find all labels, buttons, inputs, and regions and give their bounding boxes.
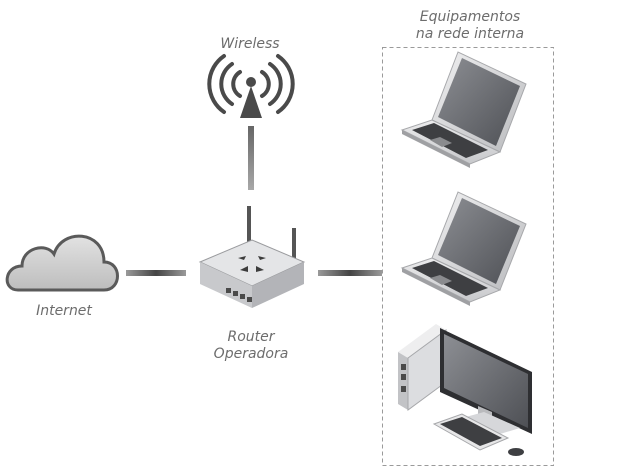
cloud-icon (5, 234, 119, 292)
router-label-line2: Operadora (213, 346, 289, 362)
laptop-icon (400, 191, 527, 306)
desktop-computer-icon (398, 324, 532, 456)
wireless-antenna-icon (207, 54, 295, 118)
router-icon (198, 206, 306, 308)
internal-network-box (382, 47, 554, 466)
internet-router-connector (126, 270, 186, 276)
internal-network-label-line1: Equipamentos (419, 9, 521, 25)
router-label-line1: Router (227, 329, 275, 345)
wireless-label: Wireless (220, 36, 280, 52)
router-wireless-connector (248, 126, 254, 190)
internal-network-label-line2: na rede interna (415, 26, 525, 42)
laptop-icon (400, 51, 527, 168)
internal-network-label: Equipamentos na rede interna (380, 9, 560, 43)
router-network-connector (318, 270, 382, 276)
internet-label: Internet (36, 303, 92, 319)
router-label: Router Operadora (196, 329, 306, 363)
